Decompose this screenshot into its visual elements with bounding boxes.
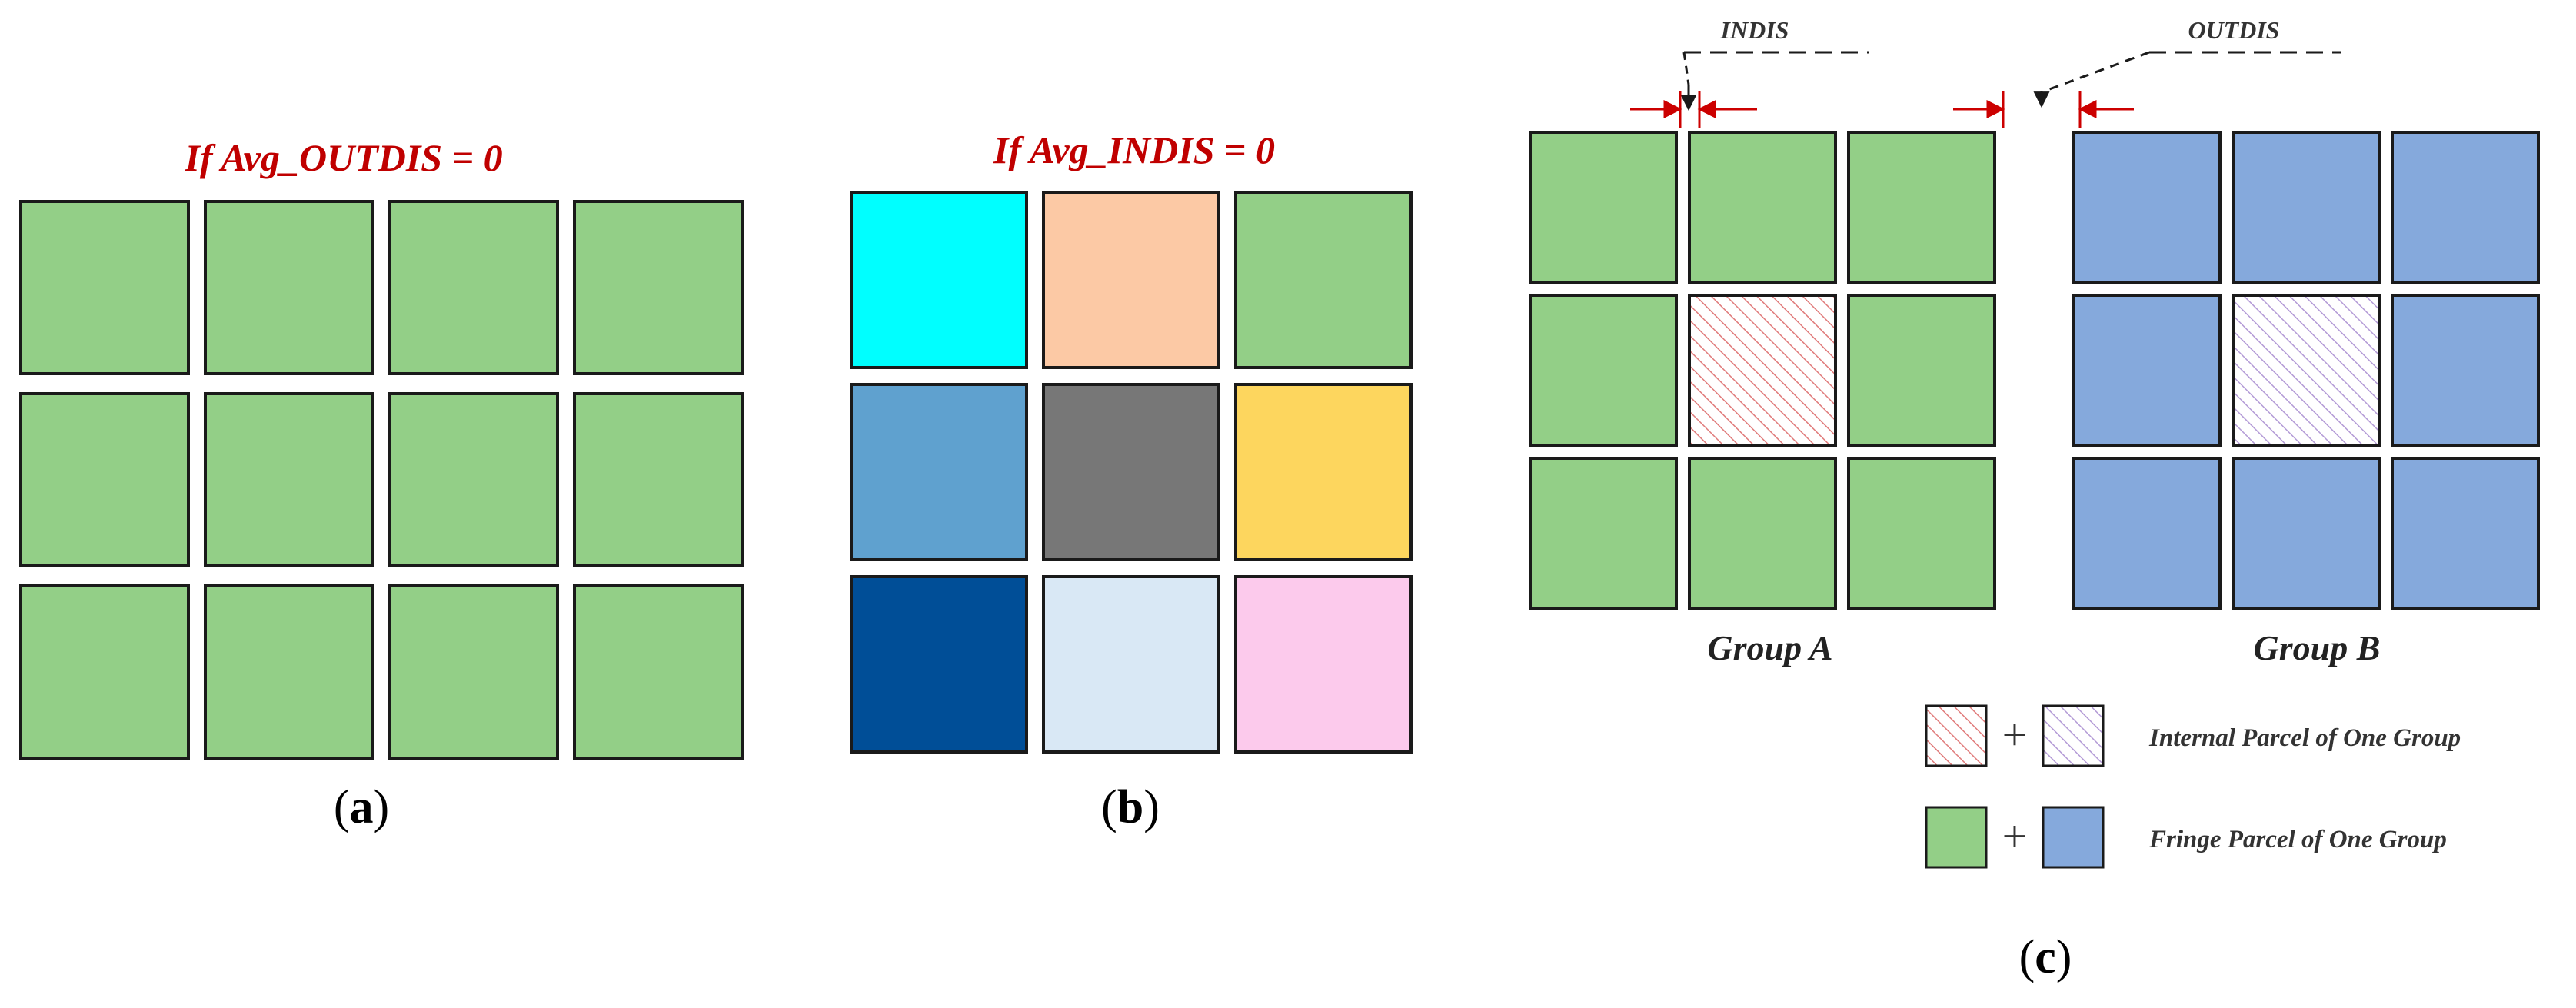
- parcel-cell: [1042, 383, 1220, 561]
- legend-blue-swatch: [2042, 806, 2105, 869]
- fringe-parcel-cell: [1529, 457, 1678, 610]
- group-b-label: Group B: [2254, 628, 2381, 667]
- fringe-parcel-cell: [2391, 294, 2540, 447]
- indis-label: INDIS: [1720, 16, 1789, 44]
- parcel-cell: [19, 392, 190, 567]
- fringe-parcel-cell: [1688, 457, 1837, 610]
- outdis-leader-diagonal: [2045, 51, 2150, 92]
- parcel-cell: [204, 584, 374, 760]
- parcel-cell: [850, 575, 1028, 754]
- panel-c-caption-letter: c: [2035, 931, 2056, 983]
- parcel-cell: [1042, 575, 1220, 754]
- legend-fringe-label: Fringe Parcel of One Group: [2148, 826, 2447, 853]
- parcel-cell: [1234, 575, 1413, 754]
- fringe-parcel-cell: [1688, 131, 1837, 284]
- fringe-parcel-cell: [2391, 457, 2540, 610]
- indis-leader-diagonal: [1682, 52, 1690, 85]
- legend-green-swatch: [1925, 806, 1988, 869]
- panel-a: If Avg_OUTDIS = 0 (a): [19, 136, 744, 833]
- parcel-cell: [204, 392, 374, 567]
- legend: + Internal Parcel of One Group + Fringe …: [1925, 704, 2461, 869]
- parcel-cell: [1234, 191, 1413, 369]
- parcel-cell: [850, 383, 1028, 561]
- panel-b-caption-letter: b: [1117, 781, 1143, 833]
- panel-a-title: If Avg_OUTDIS = 0: [184, 136, 502, 179]
- fringe-parcel-cell: [1847, 457, 1996, 610]
- fringe-parcel-cell: [2072, 457, 2222, 610]
- parcel-cell: [573, 392, 744, 567]
- parcel-cell: [204, 200, 374, 375]
- panel-b-caption: (b): [1101, 781, 1160, 833]
- legend-internal-plus: +: [2002, 710, 2028, 760]
- parcel-cell: [388, 200, 559, 375]
- fringe-parcel-cell: [2072, 294, 2222, 447]
- panel-b: If Avg_INDIS = 0 (b): [850, 128, 1413, 833]
- panel-a-caption-letter: a: [350, 781, 374, 833]
- panel-b-title: If Avg_INDIS = 0: [993, 128, 1275, 171]
- parcel-cell: [388, 584, 559, 760]
- group-a-grid: [1529, 131, 1996, 610]
- parcel-cell: [388, 392, 559, 567]
- parcel-cell: [1234, 383, 1413, 561]
- legend-fringe-plus: +: [2002, 811, 2028, 861]
- fringe-parcel-cell: [2232, 131, 2381, 284]
- panel-a-grid: [19, 200, 744, 760]
- parcel-cell: [1042, 191, 1220, 369]
- fringe-parcel-cell: [1847, 294, 1996, 447]
- internal-parcel-cell: [1688, 294, 1837, 447]
- panel-b-grid: [850, 191, 1413, 754]
- legend-hatched-purple-swatch: [2042, 704, 2105, 767]
- parcel-cell: [19, 200, 190, 375]
- internal-parcel-cell: [2232, 294, 2381, 447]
- panel-a-caption: (a): [334, 781, 389, 833]
- panel-c-caption: (c): [2019, 931, 2072, 983]
- legend-internal-label: Internal Parcel of One Group: [2148, 724, 2461, 752]
- parcel-cell: [573, 584, 744, 760]
- parcel-cell: [573, 200, 744, 375]
- fringe-parcel-cell: [2391, 131, 2540, 284]
- fringe-parcel-cell: [1529, 294, 1678, 447]
- parcel-cell: [19, 584, 190, 760]
- group-a-label: Group A: [1707, 628, 1832, 667]
- group-b-grid: [2072, 131, 2540, 610]
- fringe-parcel-cell: [2072, 131, 2222, 284]
- fringe-parcel-cell: [2232, 457, 2381, 610]
- panel-c: INDIS OUTDIS Group A Group B + Internal …: [1529, 16, 2540, 983]
- parcel-cell: [850, 191, 1028, 369]
- legend-hatched-red-swatch: [1925, 704, 1988, 767]
- fringe-parcel-cell: [1847, 131, 1996, 284]
- outdis-label: OUTDIS: [2188, 16, 2279, 44]
- fringe-parcel-cell: [1529, 131, 1678, 284]
